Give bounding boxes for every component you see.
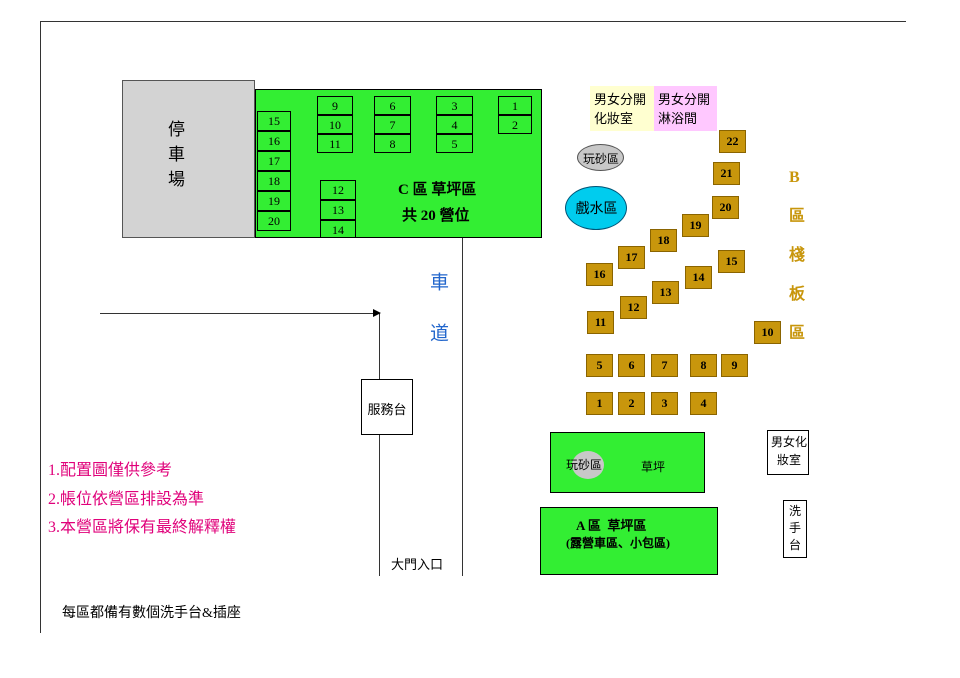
b-slot-16: 16 [586, 263, 613, 286]
c-slot-1: 1 [498, 96, 532, 115]
service-desk [361, 379, 413, 435]
c-slot-5: 5 [436, 134, 473, 153]
top-border [40, 21, 906, 22]
c-slot-4: 4 [436, 115, 473, 134]
lawn-label: 草坪 [641, 460, 666, 474]
note-2: 2.帳位依營區排設為準 [48, 491, 205, 508]
sandbox-lawn [572, 451, 604, 479]
c-slot-7: 7 [374, 115, 411, 134]
b-slot-22: 22 [719, 130, 746, 153]
b-slot-3: 3 [651, 392, 678, 415]
water-play-label: 戲水區 [575, 202, 618, 217]
c-area-subtitle: 共 20 營位 [402, 208, 470, 224]
road-label: 車道 [427, 272, 448, 374]
makeup-room-right [767, 430, 809, 475]
shower-room-label: 男女分開淋浴間 [658, 92, 711, 126]
b-slot-14: 14 [685, 266, 712, 289]
b-slot-13: 13 [652, 281, 679, 304]
sandbox-top [577, 144, 624, 171]
c-slot-9: 9 [317, 96, 353, 115]
b-slot-12: 12 [620, 296, 647, 319]
sink-box [783, 500, 807, 558]
c-slot-18: 18 [257, 171, 291, 191]
shower-room [654, 86, 717, 131]
b-slot-1: 1 [586, 392, 613, 415]
c-slot-19: 19 [257, 191, 291, 211]
b-area-label: B區棧板區 [789, 169, 806, 342]
b-slot-4: 4 [690, 392, 717, 415]
sink-label: 洗手台 [788, 504, 801, 552]
c-slot-16: 16 [257, 131, 291, 151]
service-desk-label: 服務台 [367, 402, 407, 417]
c-slot-10: 10 [317, 115, 353, 134]
b-slot-6: 6 [618, 354, 645, 377]
parking-lot [122, 80, 255, 238]
b-slot-17: 17 [618, 246, 645, 269]
arrow-head [373, 309, 381, 317]
b-slot-8: 8 [690, 354, 717, 377]
b-slot-7: 7 [651, 354, 678, 377]
c-area-title: C 區 草坪區 [398, 182, 477, 198]
gate-label: 大門入口 [391, 557, 444, 572]
b-slot-11: 11 [587, 311, 614, 334]
water-play-area [565, 186, 627, 230]
b-slot-15: 15 [718, 250, 745, 273]
c-slot-15: 15 [257, 111, 291, 131]
makeup-room-right-label: 男女化妝室 [770, 435, 807, 467]
sandbox-top-label: 玩砂區 [582, 152, 619, 166]
a-area-subtitle: (露營車區、小包區) [566, 536, 670, 550]
b-slot-20: 20 [712, 196, 739, 219]
a-area-title: A 區 草坪區 [576, 518, 647, 533]
makeup-room-top-label: 男女分開化妝室 [594, 92, 647, 126]
road-edge [462, 238, 463, 576]
a-area-lawn [540, 507, 718, 575]
c-slot-13: 13 [320, 200, 356, 220]
note-1: 1.配置圖僅供參考 [48, 462, 173, 479]
b-slot-9: 9 [721, 354, 748, 377]
sandbox-lawn-label: 玩砂區 [566, 458, 603, 472]
note-3: 3.本營區將保有最終解釋權 [48, 519, 237, 536]
arrow-line [100, 313, 375, 314]
parking-label: 停車場 [165, 120, 184, 195]
c-slot-3: 3 [436, 96, 473, 115]
c-slot-8: 8 [374, 134, 411, 153]
makeup-room-top [590, 86, 654, 131]
footer-text: 每區都備有數個洗手台&插座 [62, 606, 241, 621]
b-slot-19: 19 [682, 214, 709, 237]
c-slot-17: 17 [257, 151, 291, 171]
b-slot-2: 2 [618, 392, 645, 415]
c-slot-6: 6 [374, 96, 411, 115]
c-slot-2: 2 [498, 115, 532, 134]
c-slot-12: 12 [320, 180, 356, 200]
c-slot-14: 14 [320, 220, 356, 238]
c-slot-11: 11 [317, 134, 353, 153]
left-border [40, 21, 41, 633]
b-slot-10: 10 [754, 321, 781, 344]
b-slot-18: 18 [650, 229, 677, 252]
c-slot-20: 20 [257, 211, 291, 231]
road-left-edge [379, 313, 380, 576]
b-slot-21: 21 [713, 162, 740, 185]
b-slot-5: 5 [586, 354, 613, 377]
